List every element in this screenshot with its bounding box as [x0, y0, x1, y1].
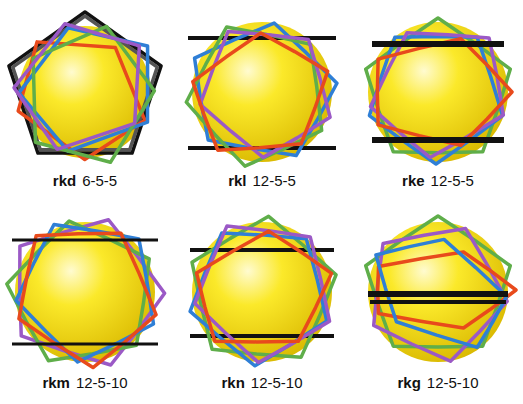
cage-caption: rkg 12-5-10	[397, 374, 478, 391]
cage-rkl	[165, 0, 360, 178]
net-code: rkg	[397, 374, 420, 391]
cage-rkd	[0, 0, 174, 174]
cage-caption: rkm 12-5-10	[42, 374, 127, 391]
cage-caption: rkl 12-5-5	[228, 172, 296, 189]
cage-rkm	[0, 189, 189, 384]
net-code: rkl	[228, 172, 246, 189]
net-code: rkd	[53, 172, 76, 189]
cage-rkn	[169, 193, 358, 384]
cage-rkg	[350, 200, 523, 373]
net-code: rkn	[221, 374, 244, 391]
net-code: rke	[402, 172, 425, 189]
cage-caption: rke 12-5-5	[402, 172, 474, 189]
cage-rke	[348, 0, 523, 180]
ring-counts: 12-5-5	[253, 172, 296, 189]
ring-counts: 6-5-5	[82, 172, 117, 189]
ring-counts: 12-5-10	[427, 374, 479, 391]
ring-counts: 12-5-5	[431, 172, 474, 189]
net-code: rkm	[42, 374, 70, 391]
cage-caption: rkd 6-5-5	[53, 172, 117, 189]
ring-counts: 12-5-10	[76, 374, 128, 391]
cage-caption: rkn 12-5-10	[221, 374, 302, 391]
ring-counts: 12-5-10	[251, 374, 303, 391]
